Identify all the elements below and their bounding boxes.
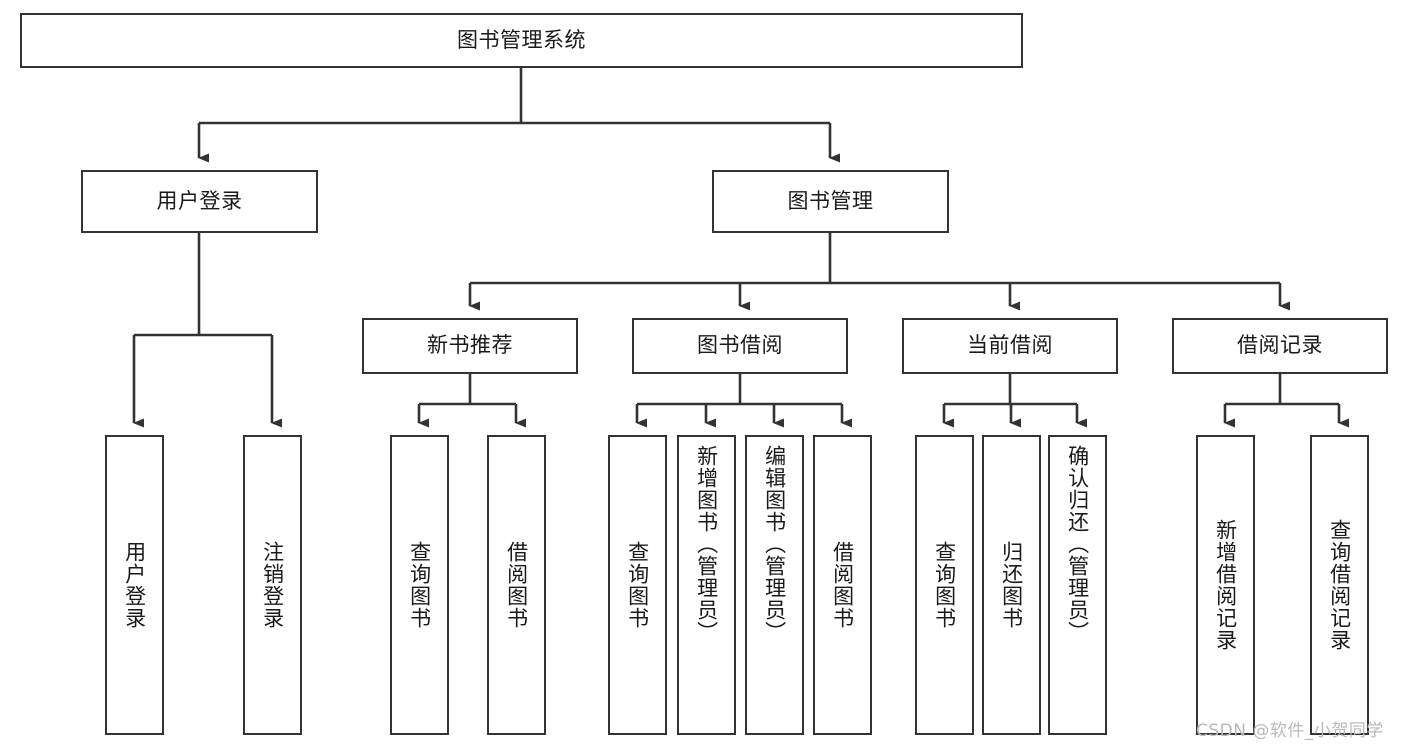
node-user-login[interactable]: 用户登录: [81, 170, 318, 233]
leaf-query-books-current[interactable]: 查询图书: [915, 435, 974, 735]
node-new-book-recommendation[interactable]: 新书推荐: [362, 318, 578, 374]
leaf-user-login[interactable]: 用户登录: [105, 435, 164, 735]
leaf-edit-book-admin[interactable]: 编辑图书（管理员）: [745, 435, 804, 735]
leaf-borrow-books-recommendation[interactable]: 借阅图书: [487, 435, 546, 735]
node-book-borrowing[interactable]: 图书借阅: [632, 318, 848, 374]
csdn-watermark: CSDN @软件_小贺同学: [1196, 721, 1384, 741]
node-book-management[interactable]: 图书管理: [712, 170, 949, 233]
leaf-query-books-borrowing[interactable]: 查询图书: [608, 435, 667, 735]
leaf-add-book-admin[interactable]: 新增图书（管理员）: [677, 435, 736, 735]
leaf-add-borrowing-record[interactable]: 新增借阅记录: [1196, 435, 1255, 735]
node-root[interactable]: 图书管理系统: [20, 13, 1023, 68]
node-current-borrowing[interactable]: 当前借阅: [902, 318, 1118, 374]
leaf-query-borrowing-record[interactable]: 查询借阅记录: [1310, 435, 1369, 735]
node-borrowing-record[interactable]: 借阅记录: [1172, 318, 1388, 374]
leaf-logout[interactable]: 注销登录: [243, 435, 302, 735]
leaf-query-books-recommendation[interactable]: 查询图书: [390, 435, 449, 735]
leaf-borrow-books-borrowing[interactable]: 借阅图书: [813, 435, 872, 735]
leaf-confirm-return-admin[interactable]: 确认归还（管理员）: [1048, 435, 1107, 735]
leaf-return-books[interactable]: 归还图书: [982, 435, 1041, 735]
